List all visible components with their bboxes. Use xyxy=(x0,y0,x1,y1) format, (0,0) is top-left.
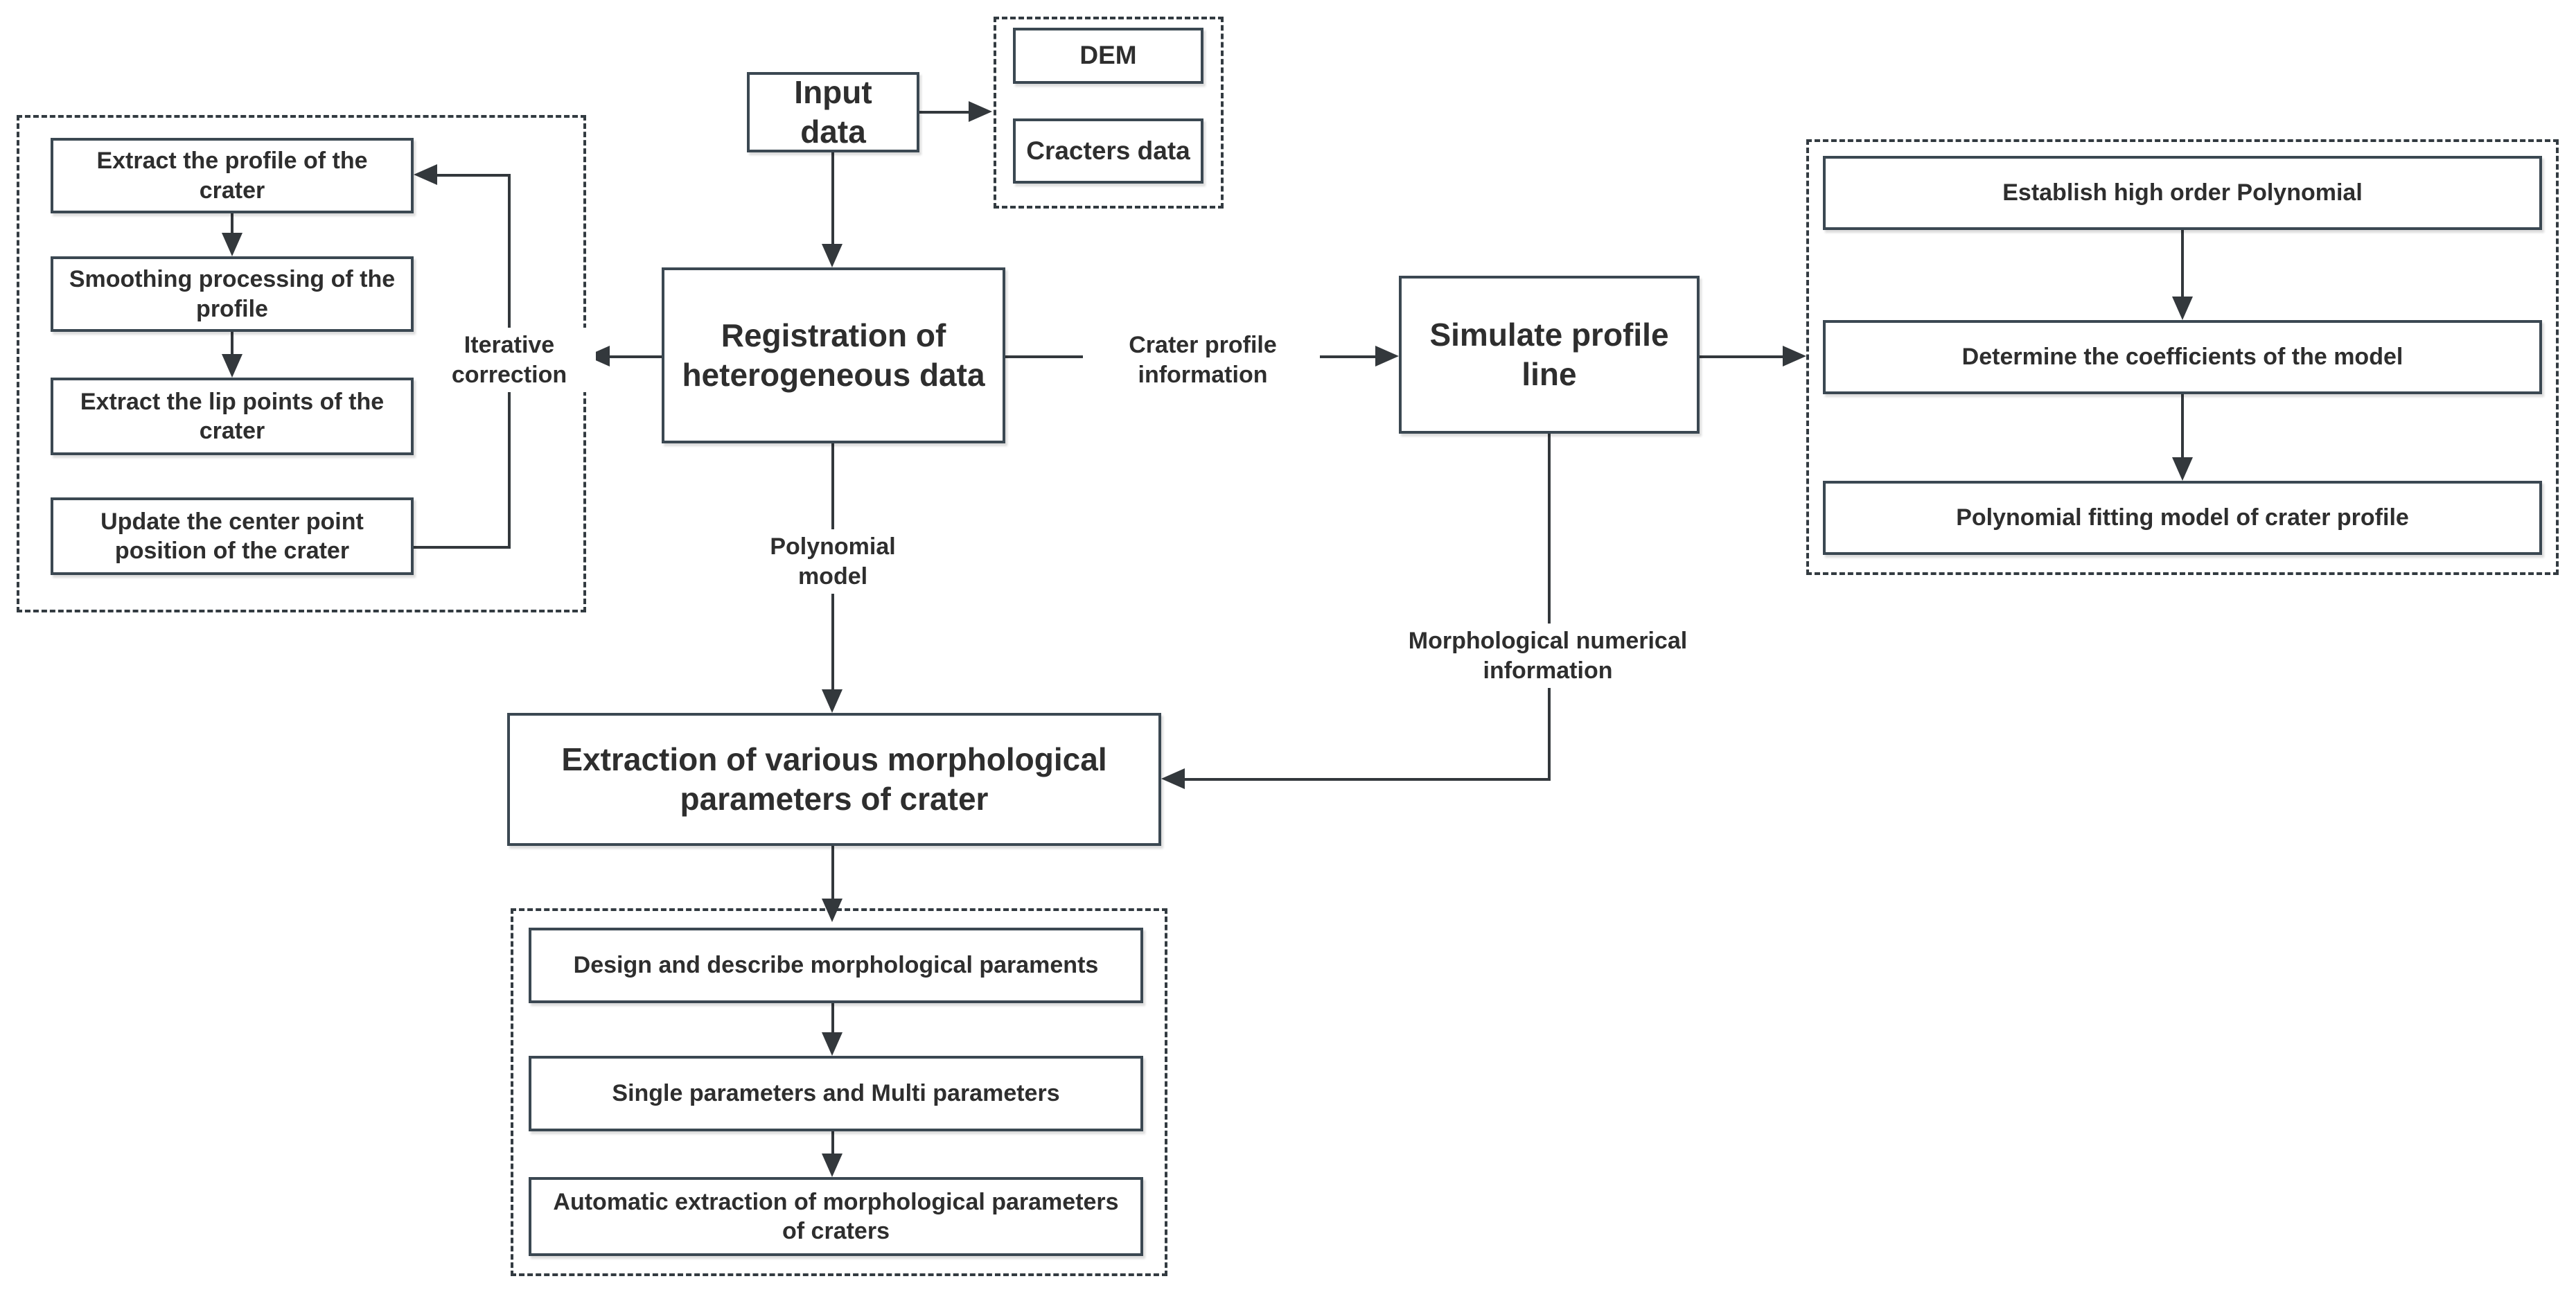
node-label: Input data xyxy=(794,73,872,150)
arrow-down-icon xyxy=(822,1032,843,1056)
node-design-describe-paraments: Design and describe morphological parame… xyxy=(529,928,1143,1003)
node-label: Polynomial fitting model of crater profi… xyxy=(1956,504,2409,531)
node-extract-profile: Extract the profile of the crater xyxy=(51,138,414,213)
connector-registration-to-simulate-line xyxy=(1005,355,1083,358)
node-label: Extraction of various morphological para… xyxy=(561,741,1107,818)
node-label: Update the center point position of the … xyxy=(100,508,364,565)
connector-extraction-to-parameters-line xyxy=(831,846,834,900)
node-cracters-data: Cracters data xyxy=(1013,118,1203,184)
edge-label-text: Crater profile information xyxy=(1129,332,1277,388)
node-label: Extract the profile of the crater xyxy=(96,148,368,204)
node-label: Simulate profile line xyxy=(1429,316,1669,393)
connector-smoothing-to-lip-line xyxy=(231,332,233,355)
arrow-down-icon xyxy=(2172,297,2193,320)
arrow-down-icon xyxy=(222,354,242,378)
node-smoothing-processing: Smoothing processing of the profile xyxy=(51,256,414,332)
connector-determine-to-fitting-line xyxy=(2181,394,2184,459)
node-establish-polynomial: Establish high order Polynomial xyxy=(1823,156,2542,230)
node-automatic-extraction: Automatic extraction of morphological pa… xyxy=(529,1177,1143,1256)
node-input-data: Input data xyxy=(747,72,919,152)
node-label: Automatic extraction of morphological pa… xyxy=(553,1188,1119,1245)
node-registration: Registration of heterogeneous data xyxy=(662,267,1005,443)
connector-simulate-to-extraction-hline xyxy=(1185,778,1551,781)
arrow-right-icon xyxy=(1375,346,1399,366)
connector-single-to-automatic-line xyxy=(831,1131,834,1155)
edge-label-iterative-correction: Iterative correction xyxy=(423,328,596,392)
node-label: Design and describe morphological parame… xyxy=(573,952,1099,979)
edge-label-morphological-numerical-information: Morphological numerical information xyxy=(1395,624,1700,688)
edge-label-text: Polynomial model xyxy=(770,533,896,590)
arrow-down-icon xyxy=(222,233,242,256)
node-label: Establish high order Polynomial xyxy=(2002,179,2363,206)
arrow-down-icon xyxy=(822,689,843,713)
connector-establish-to-determine-line xyxy=(2181,230,2184,298)
group-polynomial-fitting xyxy=(1806,139,2559,575)
node-determine-coefficients: Determine the coefficients of the model xyxy=(1823,320,2542,394)
node-label: Determine the coefficients of the model xyxy=(1961,344,2403,371)
arrow-right-icon xyxy=(969,101,992,122)
node-extract-lip-points: Extract the lip points of the crater xyxy=(51,378,414,455)
connector-input-to-sources-line xyxy=(919,111,970,114)
connector-extract-to-smoothing-line xyxy=(231,213,233,234)
arrow-down-icon xyxy=(822,899,843,922)
node-label: Registration of heterogeneous data xyxy=(682,317,985,394)
arrow-left-icon xyxy=(1161,768,1185,789)
edge-label-text: Morphological numerical information xyxy=(1408,628,1688,684)
arrow-down-icon xyxy=(2172,457,2193,481)
node-label: Cracters data xyxy=(1026,136,1190,165)
arrow-left-icon xyxy=(414,164,437,185)
connector-design-to-single-line xyxy=(831,1003,834,1034)
edge-label-crater-profile-information: Crater profile information xyxy=(1099,328,1307,392)
node-simulate-profile-line: Simulate profile line xyxy=(1399,276,1700,434)
node-polynomial-fitting-model: Polynomial fitting model of crater profi… xyxy=(1823,481,2542,555)
arrow-down-icon xyxy=(822,1154,843,1177)
connector-simulate-to-polynomial-line xyxy=(1700,355,1784,358)
connector-registration-to-simulate-line xyxy=(1320,355,1377,358)
connector-feedback-top-line xyxy=(437,174,511,177)
node-single-multi-parameters: Single parameters and Multi parameters xyxy=(529,1056,1143,1131)
node-label: Extract the lip points of the crater xyxy=(80,388,385,445)
connector-input-to-registration-line xyxy=(831,152,834,245)
node-extraction-morphological-parameters: Extraction of various morphological para… xyxy=(507,713,1161,846)
edge-label-text: Iterative correction xyxy=(451,332,567,388)
node-label: DEM xyxy=(1079,41,1137,70)
arrow-right-icon xyxy=(1783,346,1806,366)
connector-simulate-to-extraction-vline xyxy=(1548,434,1551,781)
edge-label-polynomial-model: Polynomial model xyxy=(743,529,923,594)
node-label: Single parameters and Multi parameters xyxy=(612,1080,1060,1107)
node-label: Smoothing processing of the profile xyxy=(69,266,396,322)
node-dem: DEM xyxy=(1013,28,1203,84)
connector-registration-to-iterative-line xyxy=(610,355,663,358)
arrow-down-icon xyxy=(822,244,843,267)
group-input-data-sources xyxy=(994,17,1224,209)
node-update-center-point: Update the center point position of the … xyxy=(51,497,414,575)
connector-feedback-bottom-line xyxy=(414,546,511,549)
